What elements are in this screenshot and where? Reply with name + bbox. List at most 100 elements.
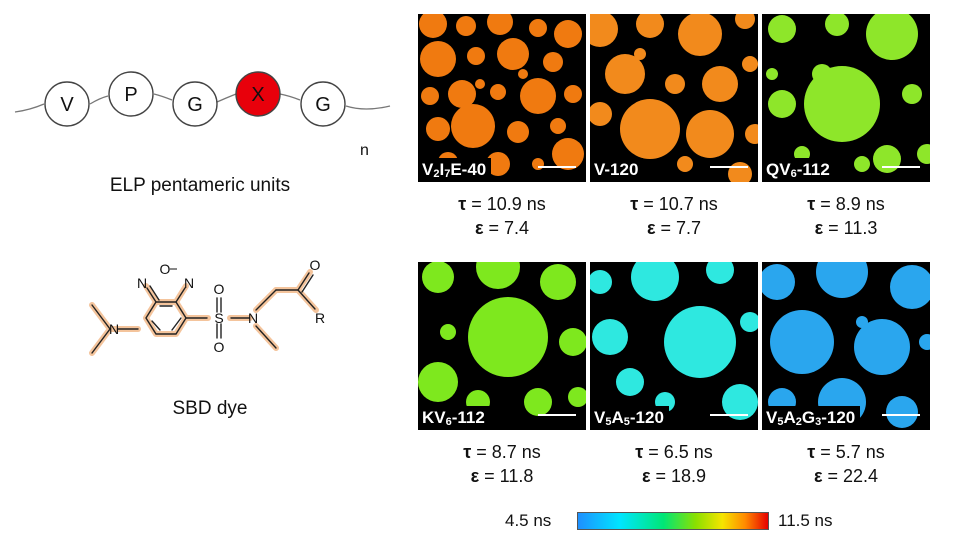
micrograph-kv6-112: KV6-112 bbox=[418, 262, 586, 430]
micrograph-qv6-112: QV6-112 bbox=[762, 14, 930, 182]
micrograph-v5a2g3-120: V5A2G3-120 bbox=[762, 262, 930, 430]
eps-line: ε = 11.8 bbox=[470, 466, 534, 486]
micrograph-v2i7e-40: V2I7E-40 bbox=[418, 14, 586, 182]
droplet bbox=[529, 19, 547, 37]
droplet bbox=[487, 14, 513, 35]
droplet bbox=[590, 14, 618, 47]
droplet bbox=[540, 264, 576, 300]
panel-label: QV6-112 bbox=[762, 158, 835, 182]
droplet bbox=[762, 264, 795, 300]
eps-line: ε = 18.9 bbox=[641, 466, 707, 486]
droplet-image bbox=[762, 262, 930, 428]
eps-value: = 11.8 bbox=[484, 466, 534, 486]
residue-label: V bbox=[60, 94, 74, 116]
micrograph-v5a5-120: V5A5-120 bbox=[590, 262, 758, 430]
residue-label: X bbox=[251, 84, 264, 106]
droplet bbox=[590, 270, 612, 294]
droplet bbox=[735, 14, 755, 29]
droplet bbox=[467, 47, 485, 65]
droplet bbox=[448, 80, 476, 108]
droplet bbox=[554, 20, 582, 48]
eps-line: ε = 7.4 bbox=[474, 218, 530, 238]
droplet bbox=[702, 66, 738, 102]
droplet bbox=[722, 384, 758, 420]
droplet bbox=[728, 162, 752, 182]
droplet bbox=[552, 138, 584, 170]
droplet-image bbox=[418, 262, 586, 430]
droplet bbox=[559, 328, 586, 356]
scale-bar bbox=[538, 414, 576, 416]
repeat-n-label: n bbox=[360, 142, 369, 159]
droplet bbox=[766, 68, 778, 80]
droplet bbox=[568, 387, 586, 407]
carbonyl-o: O bbox=[310, 257, 321, 273]
lifetime-colorbar bbox=[577, 512, 769, 530]
droplet bbox=[564, 85, 582, 103]
residue-p-circle bbox=[108, 71, 154, 117]
droplet bbox=[532, 158, 544, 170]
droplet bbox=[768, 15, 796, 43]
droplet bbox=[677, 156, 693, 172]
panel-label: V-120 bbox=[590, 158, 644, 182]
droplet bbox=[419, 14, 447, 38]
tau-value: = 10.7 ns bbox=[643, 194, 718, 214]
residue-g-circle bbox=[300, 81, 346, 127]
panel-label: V5A2G3-120 bbox=[762, 406, 861, 430]
droplet-image bbox=[766, 14, 930, 173]
droplet bbox=[665, 74, 685, 94]
droplet bbox=[636, 14, 664, 38]
droplet bbox=[543, 52, 563, 72]
droplet bbox=[917, 144, 930, 164]
tau-value: = 5.7 ns bbox=[820, 442, 885, 462]
tau-value: = 10.9 ns bbox=[471, 194, 546, 214]
droplet-image bbox=[590, 262, 758, 430]
droplet bbox=[518, 69, 528, 79]
droplet bbox=[919, 334, 930, 350]
tau-line: τ = 8.9 ns bbox=[807, 194, 885, 214]
elp-caption: ELP pentameric units bbox=[109, 175, 291, 196]
droplet bbox=[825, 14, 849, 36]
droplet bbox=[605, 54, 645, 94]
dye-caption: SBD dye bbox=[172, 398, 248, 419]
droplet bbox=[440, 324, 456, 340]
oxadiazole-o: O bbox=[160, 261, 171, 277]
panel-stats: τ = 10.7 ns ε = 7.7 bbox=[590, 192, 758, 240]
eps-value: = 7.7 bbox=[660, 218, 702, 238]
scale-bar bbox=[538, 166, 576, 168]
droplet bbox=[886, 396, 918, 428]
panel-label: V5A5-120 bbox=[590, 406, 669, 430]
tau-line: τ = 6.5 ns bbox=[635, 442, 713, 462]
oxadiazole-n-right: N bbox=[184, 275, 194, 291]
droplet bbox=[866, 14, 918, 60]
droplet bbox=[468, 297, 548, 377]
residue-v-circle bbox=[44, 81, 90, 127]
residue-label: G bbox=[187, 94, 203, 116]
droplet bbox=[420, 41, 456, 77]
eps-line: ε = 7.7 bbox=[646, 218, 702, 238]
droplet bbox=[740, 312, 758, 332]
eps-value: = 18.9 bbox=[655, 466, 707, 486]
sulfonamide-n: N bbox=[248, 310, 258, 326]
droplet bbox=[421, 87, 439, 105]
droplet bbox=[768, 90, 796, 118]
droplet bbox=[664, 306, 736, 378]
tau-value: = 6.5 ns bbox=[648, 442, 713, 462]
eps-line: ε = 22.4 bbox=[813, 466, 879, 486]
droplet bbox=[476, 262, 520, 289]
droplet bbox=[770, 310, 834, 374]
droplet bbox=[816, 262, 868, 298]
panel-stats: τ = 6.5 ns ε = 18.9 bbox=[590, 440, 758, 488]
panel-label: V2I7E-40 bbox=[418, 158, 492, 182]
droplet bbox=[475, 79, 485, 89]
droplet bbox=[550, 118, 566, 134]
droplet bbox=[678, 14, 722, 56]
r-group: R bbox=[315, 310, 325, 326]
droplet bbox=[873, 145, 901, 173]
droplet bbox=[616, 368, 644, 396]
panel-label: KV6-112 bbox=[418, 406, 490, 430]
tau-line: τ = 10.7 ns bbox=[630, 194, 718, 214]
